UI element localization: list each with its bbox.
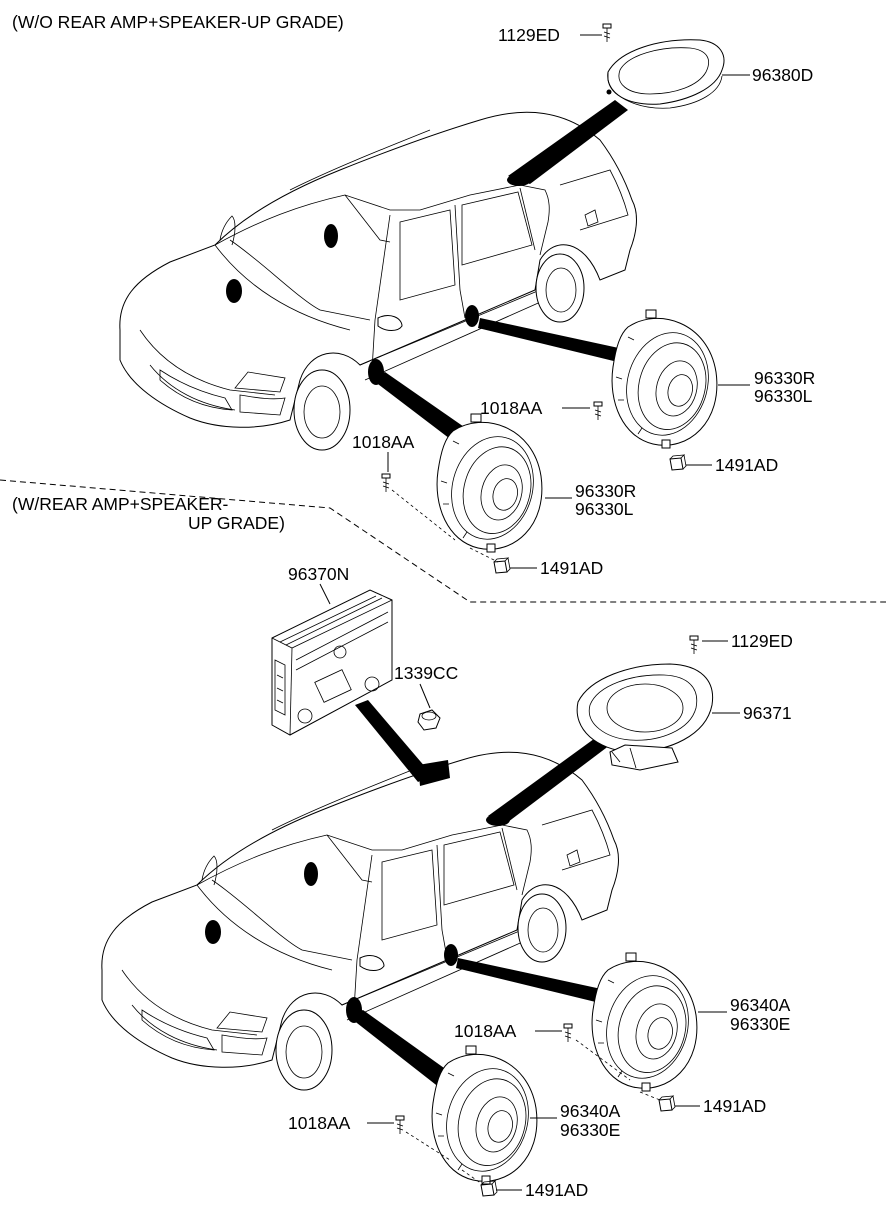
rear-shelf-speaker-bottom: [576, 663, 714, 771]
rear-door-speaker-bottom: [591, 952, 701, 1092]
label-1491AD-rear-bottom: 1491AD: [703, 1096, 766, 1116]
rear-shelf-speaker-top: [606, 39, 725, 109]
marker-a-pillar-left: [226, 279, 242, 303]
leader-front-door-bottom: [348, 1010, 458, 1088]
rear-door-speaker-top: [611, 309, 721, 449]
section-title-with-line1: (W/REAR AMP+SPEAKER-: [12, 494, 229, 514]
section-title-without: (W/O REAR AMP+SPEAKER-UP GRADE): [12, 12, 344, 32]
car-illustration-bottom: [101, 751, 619, 1091]
screw-icon-top: [602, 23, 612, 43]
front-door-speaker-top: [436, 413, 546, 553]
label-96371: 96371: [743, 703, 792, 723]
leader-front-door: [370, 372, 480, 448]
screw-icon-rear-top: [593, 401, 603, 421]
label-1129ED-top: 1129ED: [498, 25, 560, 45]
label-1339CC: 1339CC: [394, 663, 458, 683]
section-divider: [0, 479, 886, 603]
nut-icon: [417, 709, 441, 731]
leader-amp: [355, 700, 432, 782]
leader-rear-door-bottom: [456, 958, 608, 1005]
screw-icon-front-bottom: [395, 1115, 405, 1135]
label-1129ED-bottom: 1129ED: [731, 631, 793, 651]
label-96330R-front-top: 96330R: [575, 481, 636, 501]
clip-icon-front-top: [493, 557, 511, 574]
screw-icon-front-top: [381, 473, 391, 493]
label-1018AA-front-top: 1018AA: [352, 432, 415, 452]
clip-icon-rear-top: [669, 454, 687, 471]
label-96330L-front-top: 96330L: [575, 499, 634, 519]
label-1491AD-rear-top: 1491AD: [715, 455, 778, 475]
clip-icon-rear-bottom: [658, 1095, 676, 1112]
marker-amp-bottom: [418, 760, 450, 786]
label-1491AD-front-bottom: 1491AD: [525, 1180, 588, 1200]
marker-a-pillar-right-bottom: [304, 862, 318, 886]
label-96330E-rear-bottom: 96330E: [730, 1014, 790, 1034]
amplifier-unit: [271, 589, 393, 736]
marker-rear-door: [465, 305, 479, 327]
section-title-with-line2: UP GRADE): [188, 513, 285, 533]
marker-rear-door-bottom: [444, 944, 458, 966]
label-1018AA-rear-bottom: 1018AA: [454, 1021, 517, 1041]
screw-icon-rear-bottom: [563, 1023, 573, 1043]
label-96380D: 96380D: [752, 65, 813, 85]
screw-icon-top-bottom: [689, 635, 699, 655]
car-illustration-top: [119, 111, 637, 451]
leader-top-speaker-bottom: [488, 736, 610, 822]
leader-top-speaker: [508, 100, 628, 184]
label-96370N: 96370N: [288, 564, 349, 584]
label-96330R-rear-top: 96330R: [754, 368, 815, 388]
label-1018AA-rear-top: 1018AA: [480, 398, 543, 418]
marker-a-pillar-left-bottom: [205, 920, 221, 944]
label-1018AA-front-bottom: 1018AA: [288, 1113, 351, 1133]
label-1491AD-front-top: 1491AD: [540, 558, 603, 578]
label-96330E-front-bottom: 96330E: [560, 1120, 620, 1140]
leader-rear-door: [478, 318, 630, 365]
marker-a-pillar-right: [324, 224, 338, 248]
label-96340A-rear-bottom: 96340A: [730, 995, 791, 1015]
label-96340A-front-bottom: 96340A: [560, 1101, 621, 1121]
label-96330L-rear-top: 96330L: [754, 386, 813, 406]
front-door-speaker-bottom: [431, 1045, 541, 1185]
